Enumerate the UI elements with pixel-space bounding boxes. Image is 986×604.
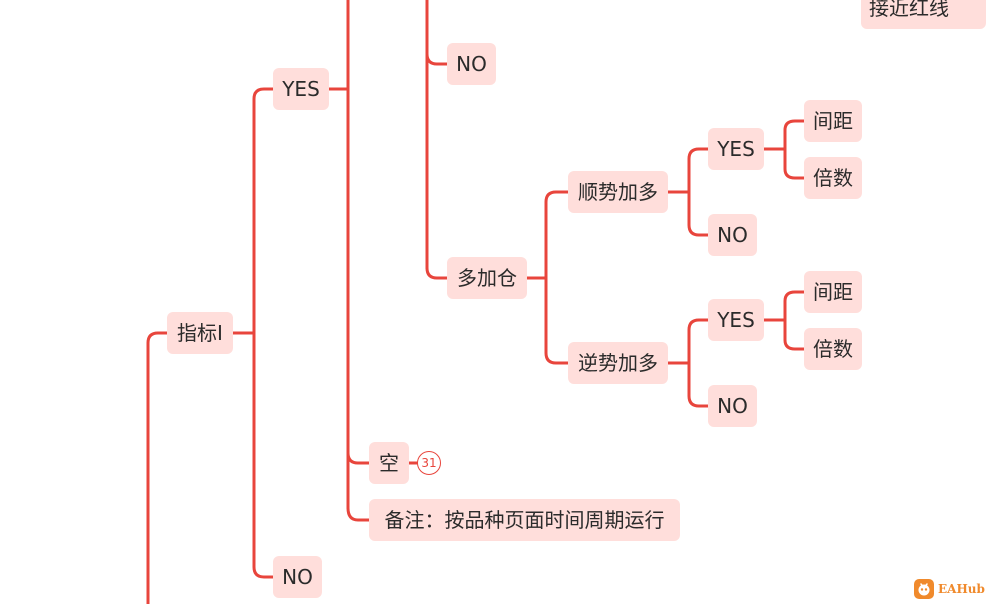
node-near-red-line[interactable]: 接近红线: [861, 0, 986, 29]
connector-nishi-no: [687, 361, 710, 408]
connector-shunshi-yes: [687, 147, 710, 194]
node-no-top[interactable]: NO: [447, 43, 496, 85]
connector-yes2-spacing: [783, 290, 806, 322]
node-no-bottom[interactable]: NO: [273, 556, 322, 598]
node-note[interactable]: 备注：按品种页面时间周期运行: [369, 499, 680, 541]
connector-shunshi-no: [687, 190, 710, 237]
connector-yes2-multiple: [783, 318, 806, 351]
connector-yes-empty: [346, 451, 371, 465]
connector-root-indicator: [146, 331, 169, 604]
node-shunshi-add[interactable]: 顺势加多: [568, 171, 668, 213]
connector-yes-note: [346, 506, 371, 522]
node-add-position[interactable]: 多加仓: [447, 257, 527, 299]
watermark: EAHub: [914, 578, 985, 600]
node-no-shunshi[interactable]: NO: [708, 214, 757, 256]
connector-indicator-yes: [252, 87, 275, 335]
node-indicator[interactable]: 指标I: [167, 312, 233, 354]
connector-nishi-yes: [687, 318, 710, 365]
connector-add-nishi: [544, 276, 570, 365]
node-yes-shunshi[interactable]: YES: [708, 128, 764, 170]
node-nishi-add[interactable]: 逆势加多: [568, 342, 668, 384]
node-yes-nishi[interactable]: YES: [708, 299, 764, 341]
node-no-nishi[interactable]: NO: [708, 385, 757, 427]
connector-inner-add: [425, 266, 449, 280]
eahub-logo-icon: [914, 579, 934, 599]
node-multiple-1[interactable]: 倍数: [804, 157, 862, 199]
connector-inner-no: [425, 52, 449, 66]
node-yes-main[interactable]: YES: [273, 68, 329, 110]
node-spacing-1[interactable]: 间距: [804, 100, 862, 142]
node-multiple-2[interactable]: 倍数: [804, 328, 862, 370]
node-empty[interactable]: 空: [369, 442, 409, 484]
watermark-text: EAHub: [938, 582, 985, 596]
connector-yes1-multiple: [783, 147, 806, 180]
empty-count-badge[interactable]: 31: [417, 451, 441, 475]
node-spacing-2[interactable]: 间距: [804, 271, 862, 313]
connector-indicator-no: [252, 331, 275, 579]
connector-add-shunshi: [544, 190, 570, 280]
connector-yes1-spacing: [783, 119, 806, 151]
